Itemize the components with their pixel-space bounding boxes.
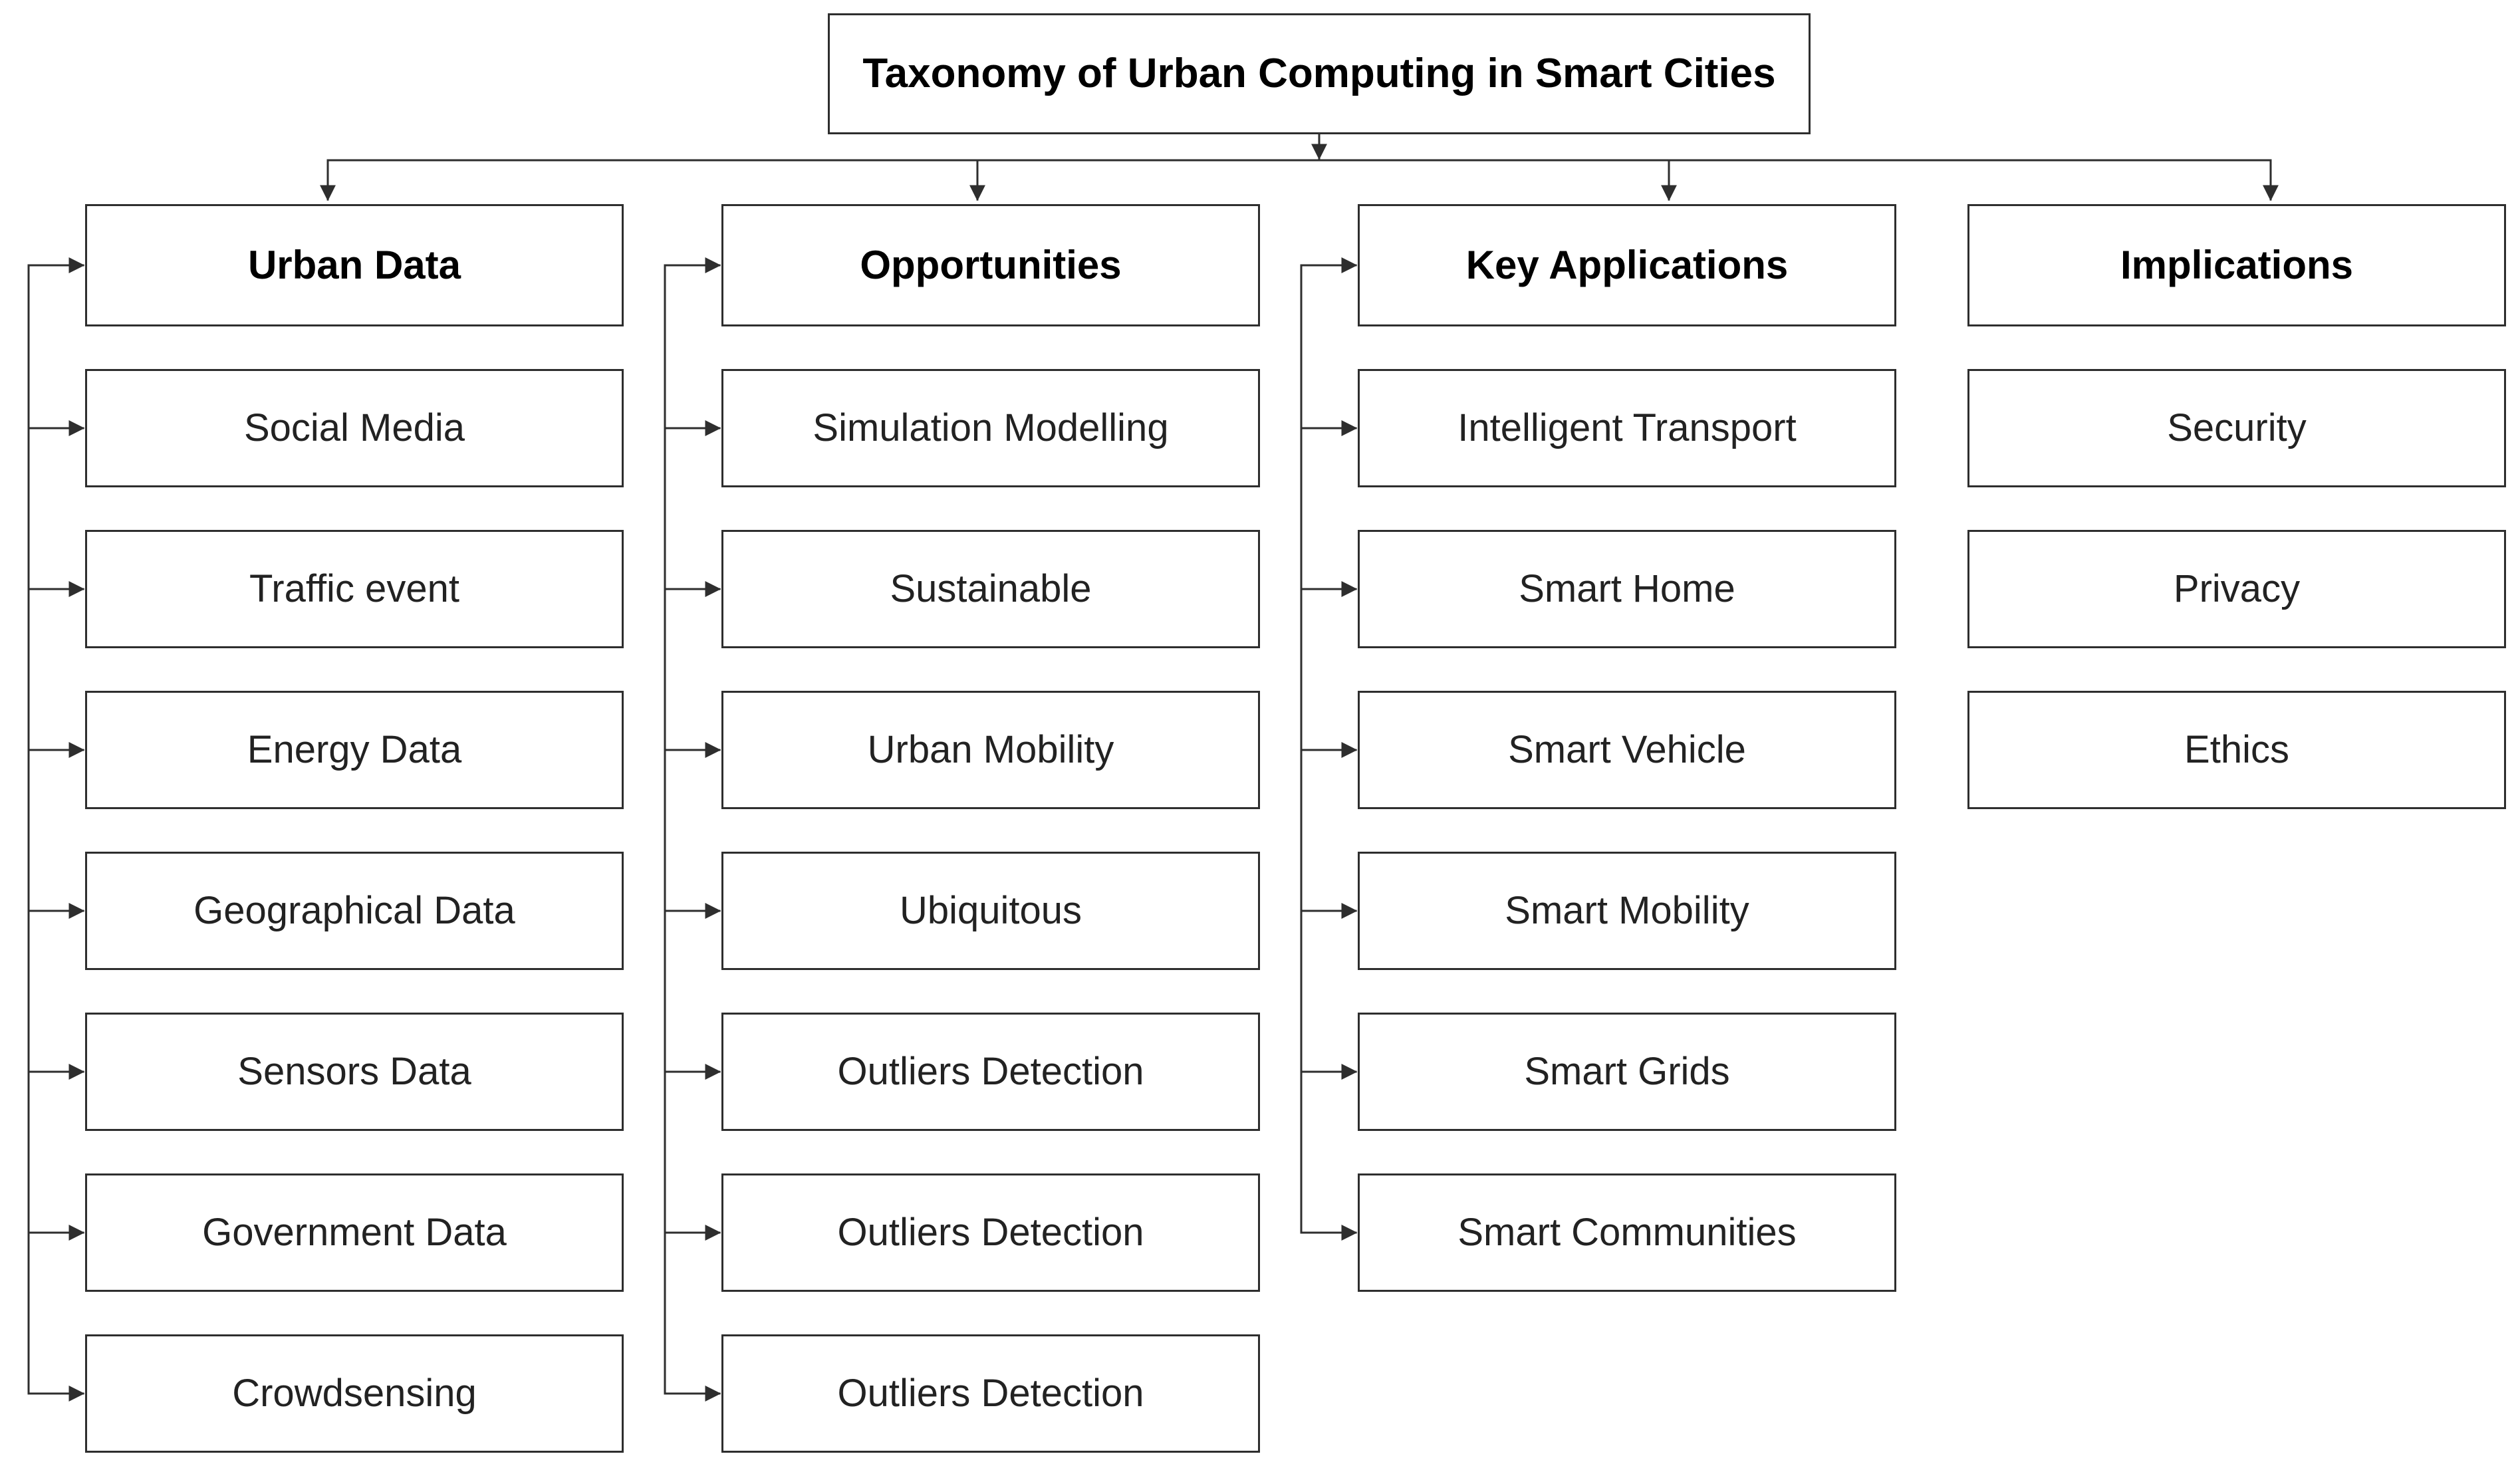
node-smart-mobility: Smart Mobility	[1358, 852, 1896, 970]
node-smart-vehicle: Smart Vehicle	[1358, 691, 1896, 809]
node-geographical-data: Geographical Data	[85, 852, 624, 970]
bus-opportunities	[664, 257, 721, 1402]
node-energy-data: Energy Data	[85, 691, 624, 809]
top-connector	[320, 133, 2279, 201]
bus-key-applications	[1300, 257, 1358, 1241]
node-crowdsensing: Crowdsensing	[85, 1334, 624, 1453]
node-government-data: Government Data	[85, 1173, 624, 1292]
node-intelligent-transport: Intelligent Transport	[1358, 369, 1896, 487]
bus-urban-data	[27, 257, 85, 1402]
node-opportunities: Opportunities	[721, 204, 1260, 326]
column-opportunities: Opportunities Simulation Modelling Susta…	[721, 204, 1260, 1453]
node-privacy: Privacy	[1967, 530, 2506, 648]
node-smart-home: Smart Home	[1358, 530, 1896, 648]
node-title: Taxonomy of Urban Computing in Smart Cit…	[828, 13, 1811, 134]
column-key-applications: Key Applications Intelligent Transport S…	[1358, 204, 1896, 1292]
node-key-applications: Key Applications	[1358, 204, 1896, 326]
node-simulation-modelling: Simulation Modelling	[721, 369, 1260, 487]
node-implications: Implications	[1967, 204, 2506, 326]
node-social-media: Social Media	[85, 369, 624, 487]
node-urban-mobility: Urban Mobility	[721, 691, 1260, 809]
node-ubiquitous: Ubiquitous	[721, 852, 1260, 970]
node-ethics: Ethics	[1967, 691, 2506, 809]
node-smart-grids: Smart Grids	[1358, 1013, 1896, 1131]
node-outliers-detection-3: Outliers Detection	[721, 1334, 1260, 1453]
node-outliers-detection-2: Outliers Detection	[721, 1173, 1260, 1292]
column-urban-data: Urban Data Social Media Traffic event En…	[85, 204, 624, 1453]
node-urban-data: Urban Data	[85, 204, 624, 326]
node-traffic-event: Traffic event	[85, 530, 624, 648]
column-implications: Implications Security Privacy Ethics	[1967, 204, 2506, 809]
node-security: Security	[1967, 369, 2506, 487]
node-smart-communities: Smart Communities	[1358, 1173, 1896, 1292]
node-sustainable: Sustainable	[721, 530, 1260, 648]
node-outliers-detection-1: Outliers Detection	[721, 1013, 1260, 1131]
node-sensors-data: Sensors Data	[85, 1013, 624, 1131]
